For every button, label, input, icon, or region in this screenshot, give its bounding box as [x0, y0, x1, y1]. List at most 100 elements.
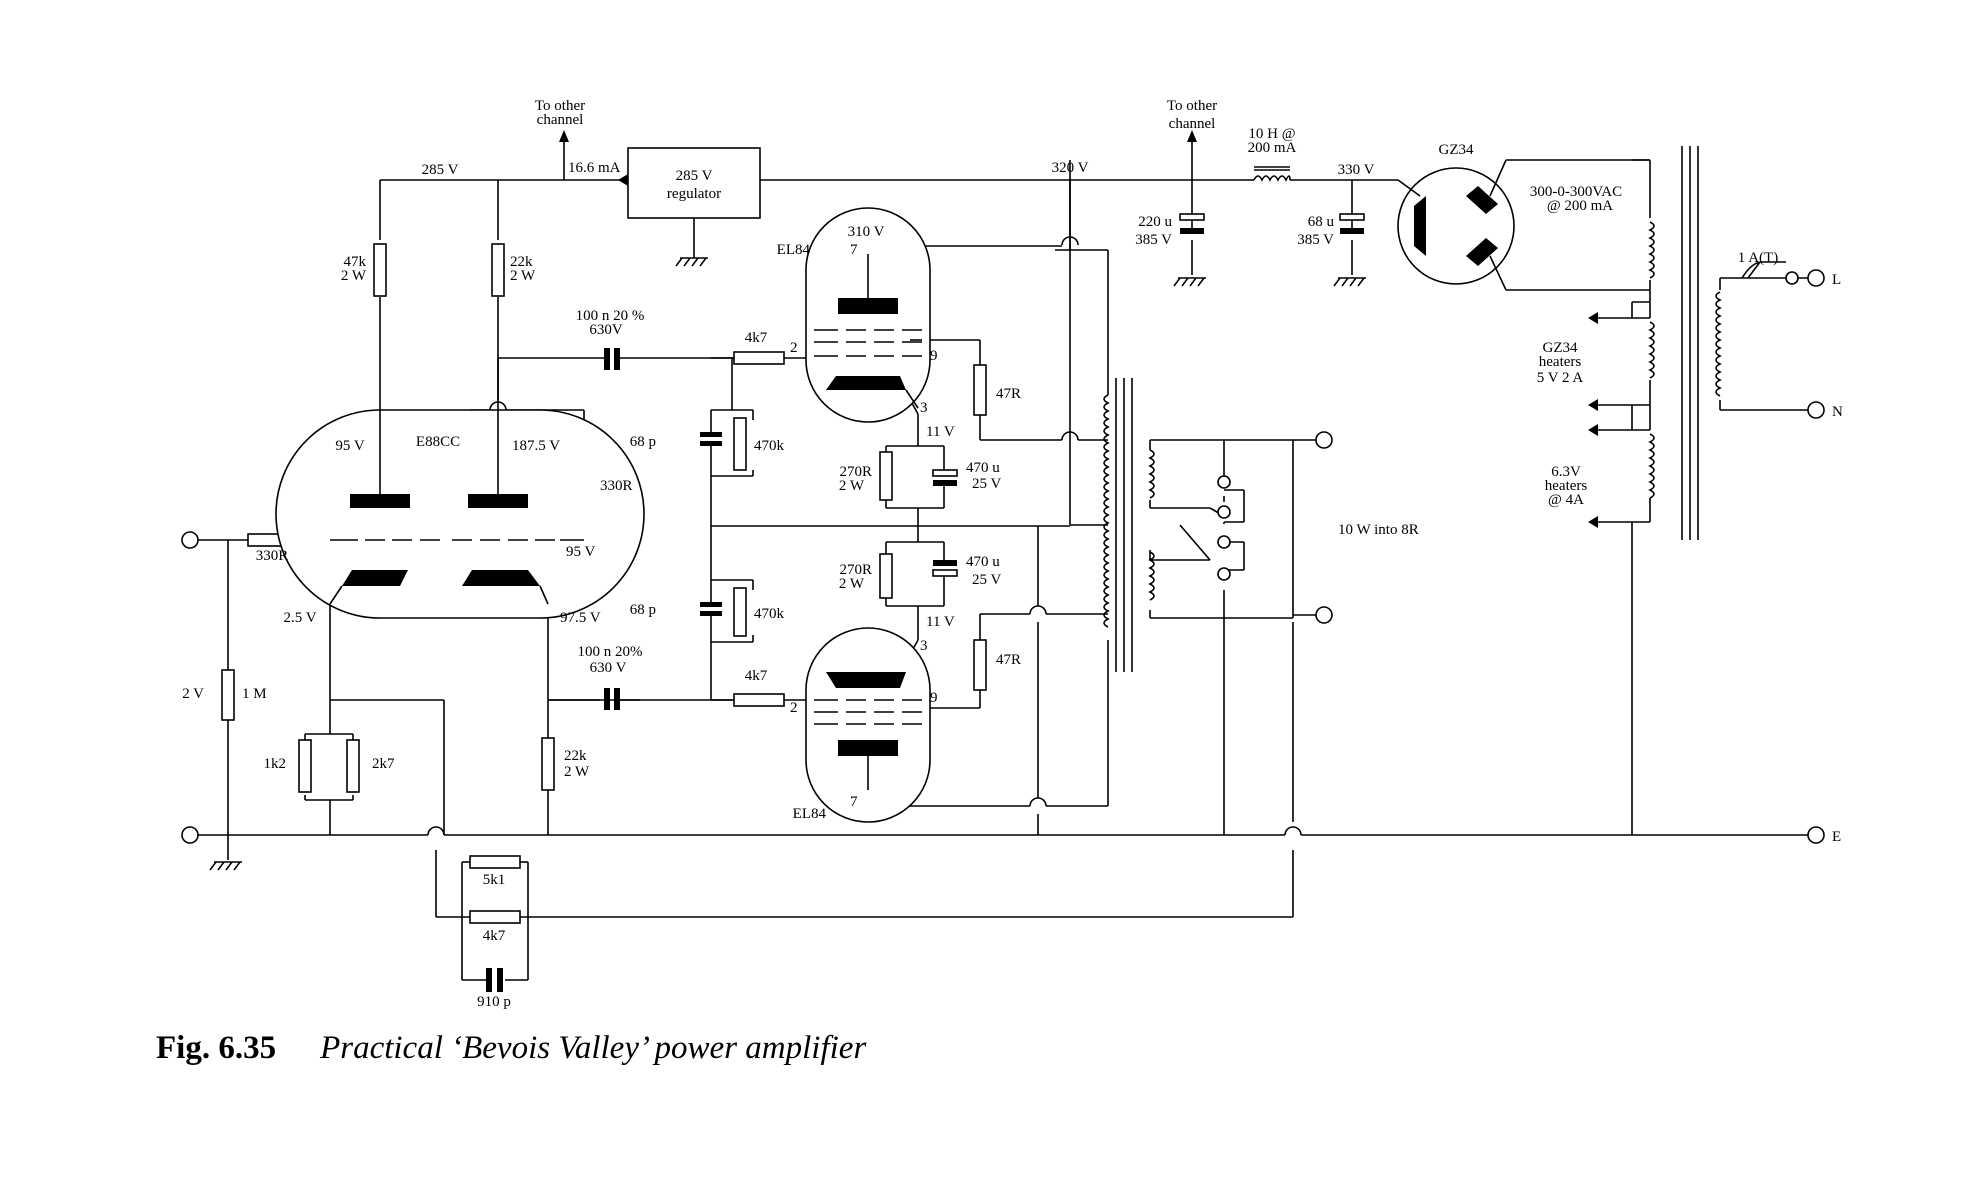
label-270R-bottom: 270R [839, 562, 872, 578]
label-pin9-bottom: 9 [930, 690, 938, 706]
resistor-270R-bottom [879, 553, 893, 599]
svg-text:5 V 2 A: 5 V 2 A [1537, 370, 1584, 386]
capacitor-68u [1339, 213, 1365, 221]
label-N: N [1832, 404, 1843, 420]
resistor-4k7-feedback [469, 910, 521, 924]
label-4k7-bottom: 4k7 [745, 668, 768, 684]
capacitors [486, 213, 1365, 992]
tap-terminal [1217, 535, 1231, 549]
el84-tube-top [805, 207, 931, 423]
label-regulator: 285 V [676, 168, 713, 184]
svg-text:630 V: 630 V [590, 660, 627, 676]
label-pin3-bottom: 3 [920, 638, 928, 654]
label-310v: 310 V [848, 224, 885, 240]
label-mains-tx: 300-0-300VAC [1530, 184, 1622, 200]
capacitor-470u-bottom [933, 560, 957, 566]
svg-text:630V: 630V [589, 322, 623, 338]
label-4k7-feedback: 4k7 [483, 928, 506, 944]
label-pin2-bottom: 2 [790, 700, 798, 716]
label-330R-right: 330R [600, 478, 633, 494]
arrow-up-icon [559, 130, 569, 142]
resistor-4k7-bottom [733, 693, 785, 707]
label-el84-top: EL84 [777, 242, 811, 258]
regulator-block [627, 147, 761, 219]
svg-text:@ 200 mA: @ 200 mA [1547, 198, 1613, 214]
label-4k7-top: 4k7 [745, 330, 768, 346]
label-95v-b: 95 V [566, 544, 595, 560]
resistor-47R-top [973, 364, 987, 416]
capacitor-100n-bottom [604, 688, 610, 710]
label-47R-bottom: 47R [996, 652, 1021, 668]
resistor-4k7-top [733, 351, 785, 365]
label-1k2: 1k2 [264, 756, 287, 772]
label-470u-top: 470 u [966, 460, 1000, 476]
e88cc-tube [275, 409, 645, 619]
label-100n-bottom: 100 n 20% [578, 644, 643, 660]
ground-icon [1173, 277, 1206, 287]
label-910p: 910 p [477, 994, 511, 1010]
arrow-left-icon [1588, 312, 1598, 324]
label-16mA: 16.6 mA [568, 160, 621, 176]
tap-terminal [1217, 567, 1231, 581]
label-fuse: 1 A(T) [1738, 250, 1778, 266]
label-pin9-top: 9 [930, 348, 938, 364]
terminal-L[interactable] [1807, 269, 1825, 287]
ground-terminal[interactable] [181, 826, 199, 844]
label-2v: 2 V [182, 686, 204, 702]
svg-text:2 W: 2 W [839, 576, 865, 592]
label-22k-bottom: 22k [564, 748, 587, 764]
capacitor-220u [1179, 213, 1205, 221]
terminal-N[interactable] [1807, 401, 1825, 419]
label-heaters-63: 6.3V [1551, 464, 1581, 480]
resistor-1M [221, 669, 235, 721]
output-terminal-top[interactable] [1315, 431, 1333, 449]
label-to-other-channel-1: To other [535, 98, 585, 114]
label-330R-input: 330R [256, 548, 289, 564]
label-285v: 285 V [422, 162, 459, 178]
label-gz34-heaters: GZ34 [1543, 340, 1578, 356]
label-470k-top: 470k [754, 438, 785, 454]
resistor-270R-top [879, 451, 893, 501]
label-47k: 47k [344, 254, 367, 270]
label-output: 10 W into 8R [1338, 522, 1419, 538]
arrow-left-icon [1588, 424, 1598, 436]
label-68p-bottom: 68 p [630, 602, 656, 618]
label-gz34: GZ34 [1439, 142, 1474, 158]
label-97-5v: 97.5 V [560, 610, 601, 626]
label-68p-top: 68 p [630, 434, 656, 450]
svg-text:25 V: 25 V [972, 572, 1001, 588]
terminal-E[interactable] [1807, 826, 1825, 844]
arrow-left-icon [1588, 516, 1598, 528]
figure-number: Fig. 6.35 [156, 1030, 277, 1066]
svg-text:channel: channel [1169, 116, 1216, 132]
capacitor-68p-top [700, 432, 722, 437]
svg-text:2 W: 2 W [564, 764, 590, 780]
label-pin2-top: 2 [790, 340, 798, 356]
label-11v-top: 11 V [926, 424, 955, 440]
labels: To other channel 285 V 16.6 mA 285 V reg… [182, 98, 1843, 1010]
label-e88cc: E88CC [416, 434, 460, 450]
label-5k1: 5k1 [483, 872, 506, 888]
gz34-rectifier [1397, 159, 1515, 291]
input-terminal[interactable] [181, 531, 199, 549]
svg-text:2 W: 2 W [510, 268, 536, 284]
svg-text:channel: channel [537, 112, 584, 128]
svg-text:regulator: regulator [667, 186, 721, 202]
label-to-other-channel-2: To other [1167, 98, 1217, 114]
label-pin3-top: 3 [920, 400, 928, 416]
svg-text:2 W: 2 W [839, 478, 865, 494]
label-2-5v: 2.5 V [283, 610, 316, 626]
label-1M: 1 M [242, 686, 267, 702]
resistor-47k [373, 243, 387, 297]
label-choke: 10 H @ [1248, 126, 1295, 142]
capacitor-910p [486, 968, 492, 992]
output-terminal-bottom[interactable] [1315, 606, 1333, 624]
label-330v: 330 V [1338, 162, 1375, 178]
label-470k-bottom: 470k [754, 606, 785, 622]
label-pin7-top: 7 [850, 242, 858, 258]
resistor-1k2 [298, 739, 312, 793]
label-220u: 220 u [1138, 214, 1172, 230]
capacitor-68p-bottom [700, 602, 722, 607]
